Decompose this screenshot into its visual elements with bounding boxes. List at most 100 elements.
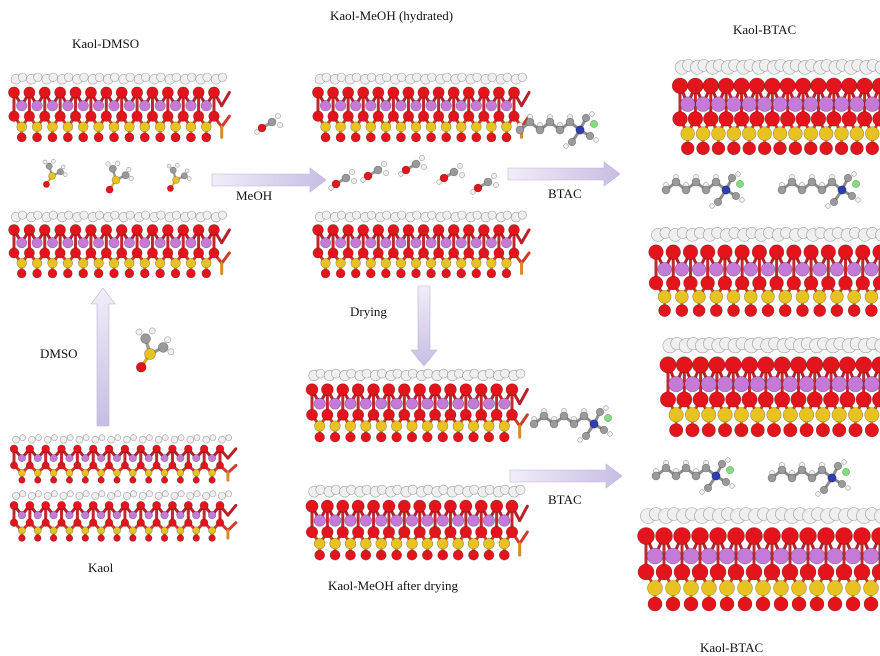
hydrogen-atom <box>20 435 26 441</box>
aluminum-atom <box>18 511 26 519</box>
btac-molecule-free <box>530 406 612 443</box>
aluminum-atom <box>426 238 436 248</box>
silicon-atom <box>361 421 372 432</box>
oxygen-atom <box>692 564 708 580</box>
oxygen-atom <box>132 224 143 235</box>
aluminum-atom <box>32 100 43 111</box>
silicon-atom <box>125 258 135 268</box>
aluminum-atom <box>155 100 166 111</box>
oxygen-atom <box>367 500 379 512</box>
oxygen-atom <box>692 357 708 373</box>
kaolinite-layer-dried-bottom <box>306 485 528 560</box>
hydrogen-atom <box>139 492 146 499</box>
oxygen-atom <box>94 133 103 142</box>
oxygen-atom <box>388 87 399 98</box>
hydrogen-atom <box>458 73 467 82</box>
nitrogen-atom <box>590 420 598 428</box>
oxygen-atom <box>709 357 725 373</box>
arrow-label-meoh: MeOH <box>236 188 272 204</box>
oxygen-atom <box>726 392 741 407</box>
oxygen-atom <box>448 224 459 235</box>
oxygen-atom <box>422 550 432 560</box>
carbon-atom <box>672 178 680 186</box>
silicon-atom <box>864 581 879 596</box>
oxygen-atom <box>460 384 472 396</box>
hydrogen-atom <box>194 491 200 497</box>
oxygen-atom <box>700 245 715 260</box>
oxygen-atom <box>659 305 671 317</box>
bond <box>520 532 528 544</box>
aluminum-atom <box>737 548 753 564</box>
oxygen-atom <box>168 501 176 509</box>
hydrogen-atom <box>63 173 67 177</box>
oxygen-atom <box>810 597 824 611</box>
oxygen-atom <box>666 245 681 260</box>
hydrogen-atom <box>367 73 376 82</box>
silicon-atom <box>828 581 843 596</box>
aluminum-atom <box>32 238 42 248</box>
oxygen-atom <box>472 133 481 142</box>
aluminum-atom <box>155 238 165 248</box>
oxygen-atom <box>449 248 459 258</box>
aluminum-atom <box>360 398 371 409</box>
oxygen-atom <box>373 248 383 258</box>
hydrogen-atom <box>337 73 346 82</box>
oxygen-atom <box>826 78 842 94</box>
oxygen-atom <box>674 564 690 580</box>
oxygen-atom <box>734 78 750 94</box>
aluminum-atom <box>139 100 150 111</box>
silicon-atom <box>779 290 792 303</box>
btac-molecule <box>652 458 734 495</box>
oxygen-atom <box>322 409 333 420</box>
oxygen-atom <box>98 477 104 483</box>
aluminum-atom <box>692 262 706 276</box>
hydrogen-atom <box>382 211 390 219</box>
aluminum-atom <box>803 97 818 112</box>
aluminum-atom <box>375 515 387 527</box>
aluminum-atom <box>201 100 212 111</box>
oxygen-atom <box>741 357 757 373</box>
oxygen-atom <box>184 519 192 527</box>
oxygen-atom <box>42 501 50 509</box>
oxygen-atom <box>137 462 144 469</box>
hydrogen-atom <box>92 492 99 499</box>
hydrogen-atom <box>203 211 211 219</box>
hydrogen-atom <box>203 492 210 499</box>
oxygen-atom <box>484 432 494 442</box>
carbon-atom <box>778 466 786 474</box>
aluminum-atom <box>864 376 879 391</box>
aluminum-atom <box>406 398 417 409</box>
oxygen-atom <box>720 597 734 611</box>
silicon-atom <box>177 469 184 476</box>
bond <box>228 505 236 515</box>
aluminum-atom <box>726 97 741 112</box>
oxygen-atom <box>337 409 348 420</box>
oxygen-atom <box>193 248 203 258</box>
hydrogen-atom <box>329 186 334 191</box>
oxygen-atom <box>39 111 50 122</box>
aluminum-atom <box>501 238 511 248</box>
methanol-molecule <box>437 163 465 184</box>
aluminum-atom <box>701 376 716 391</box>
aluminum-atom <box>81 511 89 519</box>
oxygen-atom <box>502 133 511 142</box>
hydrogen-atom <box>608 432 613 437</box>
oxygen-atom <box>70 111 81 122</box>
oxygen-atom <box>42 519 50 527</box>
oxygen-atom <box>684 597 698 611</box>
oxygen-atom <box>17 133 26 142</box>
oxygen-atom <box>702 423 715 436</box>
silicon-atom <box>66 469 73 476</box>
hydrogen-atom <box>226 435 232 441</box>
oxygen-atom <box>673 112 688 127</box>
aluminum-atom <box>755 548 771 564</box>
aluminum-atom <box>109 238 119 248</box>
silicon-atom <box>63 122 73 132</box>
silicon-atom <box>441 122 451 132</box>
hydrogen-atom <box>351 178 356 183</box>
aluminum-atom <box>778 262 792 276</box>
arrow-label-drying: Drying <box>350 304 387 320</box>
methanol-molecule <box>399 155 427 176</box>
kaolinite-layer-dried-top <box>306 369 527 442</box>
hydrogen-atom <box>443 211 451 219</box>
